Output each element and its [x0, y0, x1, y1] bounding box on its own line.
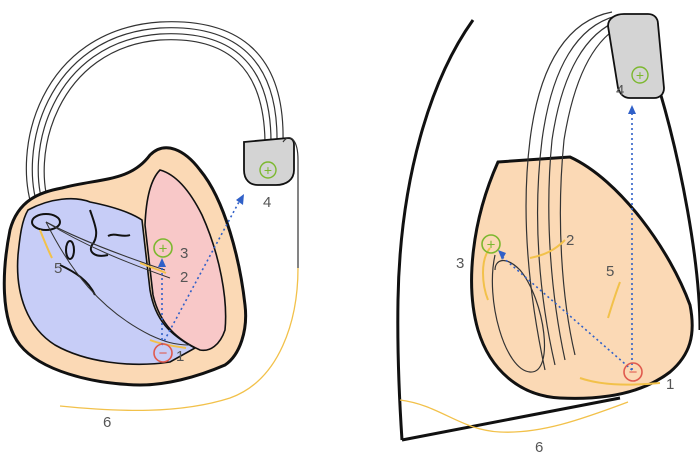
- label-anode: 3: [180, 245, 188, 262]
- label-proximal-coil-right: 2: [566, 232, 574, 249]
- svg-text:+: +: [159, 241, 168, 258]
- anode-icon: +: [153, 238, 173, 258]
- torso-outline-bottom: [401, 396, 621, 442]
- cathode-icon: −: [153, 343, 173, 363]
- right-ventricle: [144, 169, 227, 352]
- vector-arrows: [161, 199, 241, 346]
- label-proximal-coil: 2: [180, 269, 188, 286]
- generator-plus-icon-right: +: [631, 66, 649, 84]
- lead-bundle-right: [525, 11, 625, 371]
- svg-text:−: −: [159, 345, 168, 362]
- anode-icon-right: +: [481, 234, 501, 254]
- generator-right: +: [607, 13, 665, 99]
- left-ventricle: [16, 197, 197, 366]
- subcutaneous-lead: [282, 137, 299, 268]
- lead-bundle: [25, 21, 284, 214]
- arrowhead-diag-right: [498, 250, 506, 260]
- vector-arrows-right: [499, 112, 633, 371]
- heart-silhouette: [470, 155, 694, 400]
- subcutaneous-coil-right: [399, 399, 629, 433]
- label-generator-right: 4: [616, 82, 624, 99]
- label-svc-coil: 5: [54, 260, 62, 277]
- intracardiac-leads: [45, 221, 191, 346]
- svg-text:−: −: [629, 364, 638, 381]
- label-anode-right: 3: [456, 255, 464, 272]
- cathode-icon-right: −: [623, 362, 643, 382]
- left-panel: + − + 1 2 3 4 5 6: [2, 21, 299, 431]
- torso-outline-front: [396, 19, 475, 441]
- label-subcutaneous-lead-right: 6: [535, 439, 543, 456]
- label-cathode-right: 1: [666, 376, 674, 393]
- generator: +: [243, 137, 295, 186]
- svg-text:+: +: [264, 162, 272, 178]
- label-generator: 4: [263, 194, 271, 211]
- label-cathode: 1: [176, 348, 184, 365]
- label-subcutaneous-lead: 6: [103, 414, 111, 431]
- arrowhead-up-right: [628, 105, 636, 114]
- coils-right: [482, 239, 661, 386]
- arrowhead-up: [158, 258, 166, 267]
- right-panel: + − + 1 2 3 4 5 6: [396, 11, 700, 456]
- svg-text:+: +: [636, 67, 644, 83]
- valve-orifice: [65, 240, 75, 260]
- torso-outline-back: [658, 91, 700, 331]
- arrowhead-diag: [236, 194, 244, 205]
- generator-plus-icon: +: [259, 161, 277, 179]
- svg-text:+: +: [487, 237, 496, 254]
- label-svc-coil-right: 5: [606, 263, 614, 280]
- subcutaneous-coil: [59, 267, 299, 412]
